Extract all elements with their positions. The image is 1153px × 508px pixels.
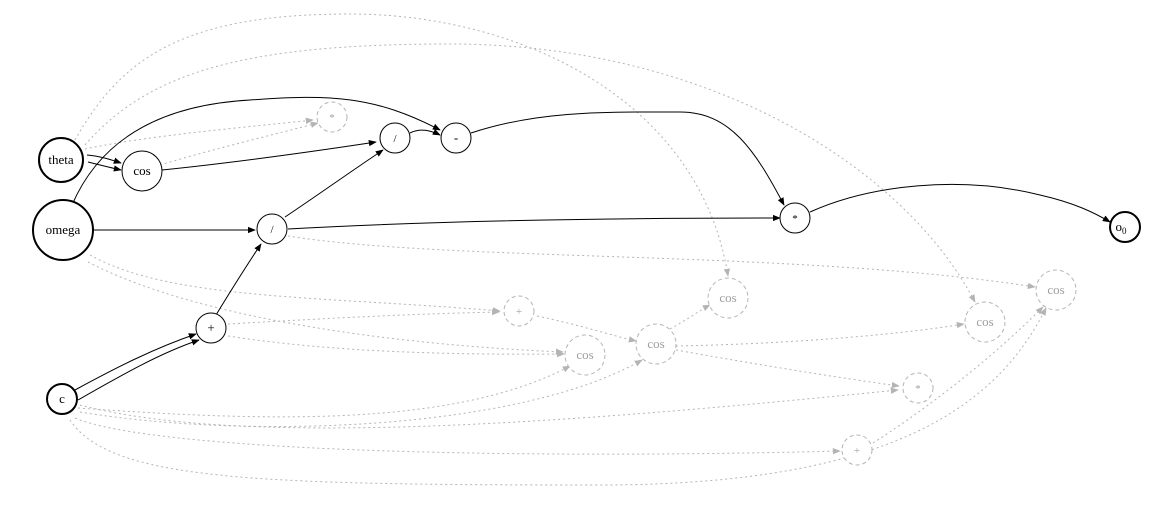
edge-c-to-add1-2	[77, 339, 200, 401]
graph-node-o0[interactable]: o0	[1109, 211, 1141, 243]
node-label: -	[454, 130, 458, 145]
edge-add1-to-add-faded	[227, 308, 500, 325]
edge-c-to-cos-faded-d	[69, 307, 1047, 486]
edge-c-to-mul-faded-bottom	[79, 387, 899, 429]
graph-node-div2[interactable]: /	[256, 213, 288, 245]
graph-node-cos[interactable]: cos	[121, 150, 163, 192]
graph-node-mul-faded-bottom[interactable]: *	[902, 372, 934, 404]
node-label-main: o	[1116, 219, 1123, 234]
edge-omega-to-sub	[71, 96, 441, 206]
edge-theta-to-cos-faded-c	[84, 43, 976, 303]
edge-omega-to-add-faded	[89, 254, 501, 314]
edge-omega-to-cos-faded-b	[87, 261, 564, 355]
node-label: *	[915, 383, 921, 395]
graph-node-theta[interactable]: theta	[38, 137, 84, 183]
graph-node-cos-faded-e[interactable]: cos	[635, 323, 677, 365]
edge-theta-to-mul-faded-top	[79, 117, 314, 151]
node-label: *	[329, 112, 335, 124]
edge-div2-to-div1	[284, 149, 384, 218]
graph-node-c[interactable]: c	[46, 383, 78, 415]
graph-node-mul-faded-top[interactable]: *	[316, 101, 348, 133]
graph-node-add1[interactable]: +	[195, 312, 227, 344]
edge-c-to-add-faded-bottom	[74, 417, 841, 455]
node-label-subscript: 0	[1122, 226, 1127, 236]
active-edges	[71, 96, 1111, 401]
graph-node-div1[interactable]: /	[379, 122, 411, 154]
graph-node-cos-faded-c[interactable]: cos	[964, 301, 1006, 343]
edge-theta-to-cos-1	[86, 154, 122, 164]
faded-edges	[69, 13, 1047, 486]
edge-div2-to-cos-faded-d	[287, 235, 1036, 290]
edge-theta-to-cos-2	[87, 161, 122, 172]
active-nodes: theta omega c cos / - / *	[32, 122, 1141, 415]
graph-node-cos-faded-a[interactable]: cos	[707, 277, 749, 319]
node-label: cos	[647, 336, 664, 351]
faded-nodes: * + cos cos cos cos cos *	[316, 101, 1077, 466]
graph-node-add-faded-bottom[interactable]: +	[841, 434, 873, 466]
edge-mul1-to-o0	[809, 183, 1111, 223]
graph-node-add-faded[interactable]: +	[503, 295, 535, 327]
edge-cos-to-div1	[161, 139, 377, 171]
node-label: +	[854, 445, 860, 457]
edge-c-to-cos-faded-e	[79, 359, 643, 427]
node-label: /	[393, 133, 397, 145]
graph-node-cos-faded-b[interactable]: cos	[564, 334, 606, 376]
node-label: omega	[46, 222, 81, 237]
graph-node-cos-faded-d[interactable]: cos	[1035, 269, 1077, 311]
edge-cos-faded-e-to-cos-faded-a	[669, 304, 711, 330]
graph-node-sub[interactable]: -	[440, 122, 472, 154]
edge-c-to-add1-1	[74, 333, 197, 391]
edge-add1-to-cos-faded-b	[227, 335, 565, 358]
node-label: +	[516, 306, 522, 318]
node-label: cos	[1047, 282, 1064, 297]
edge-c-to-cos-faded-b	[77, 365, 571, 418]
edge-sub-to-mul1	[470, 111, 785, 206]
graph-node-omega[interactable]: omega	[32, 199, 94, 261]
node-label: cos	[133, 163, 150, 178]
edge-div2-to-mul1	[287, 214, 781, 230]
edge-div1-to-sub	[409, 128, 441, 136]
edge-cos-to-mul-faded-top	[159, 121, 319, 166]
edge-add-faded-bottom-to-cos-faded-d	[872, 306, 1044, 444]
node-label: theta	[48, 152, 73, 167]
edge-add1-to-div2	[215, 243, 262, 316]
edge-cos-faded-e-to-mul-faded-bottom	[675, 349, 900, 389]
node-label: c	[59, 391, 65, 406]
node-label: cos	[719, 290, 736, 305]
node-label: *	[792, 213, 798, 225]
edge-cos-faded-e-to-cos-faded-c	[675, 321, 965, 347]
node-label: o0	[1116, 219, 1128, 236]
node-label: cos	[976, 314, 993, 329]
graph-node-mul[interactable]: *	[779, 202, 811, 234]
node-label: +	[207, 320, 214, 335]
node-label: cos	[576, 347, 593, 362]
node-label: /	[270, 224, 274, 236]
